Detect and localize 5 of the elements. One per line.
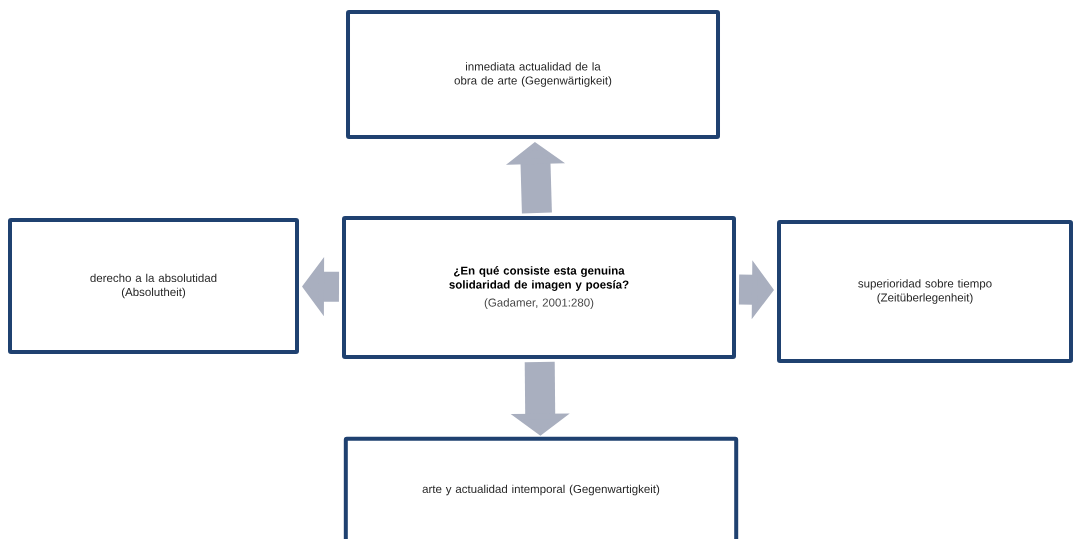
process-box: arte y actualidad intemporal (Gegenwartigkeit)	[343, 436, 739, 539]
process-box: derecho a la absolutidad (Absolutheit)	[8, 218, 299, 354]
process-box: superioridad sobre tiempo (Zeitüberlegenheit)	[777, 220, 1073, 363]
process-box: ¿En qué consiste esta genuina solidaridad de imagen y poesía? (Gadamer, 2001:280)	[342, 216, 736, 359]
process-box: inmediata actualidad de la obra de arte (Gegenwärtigkeit)	[346, 10, 720, 139]
